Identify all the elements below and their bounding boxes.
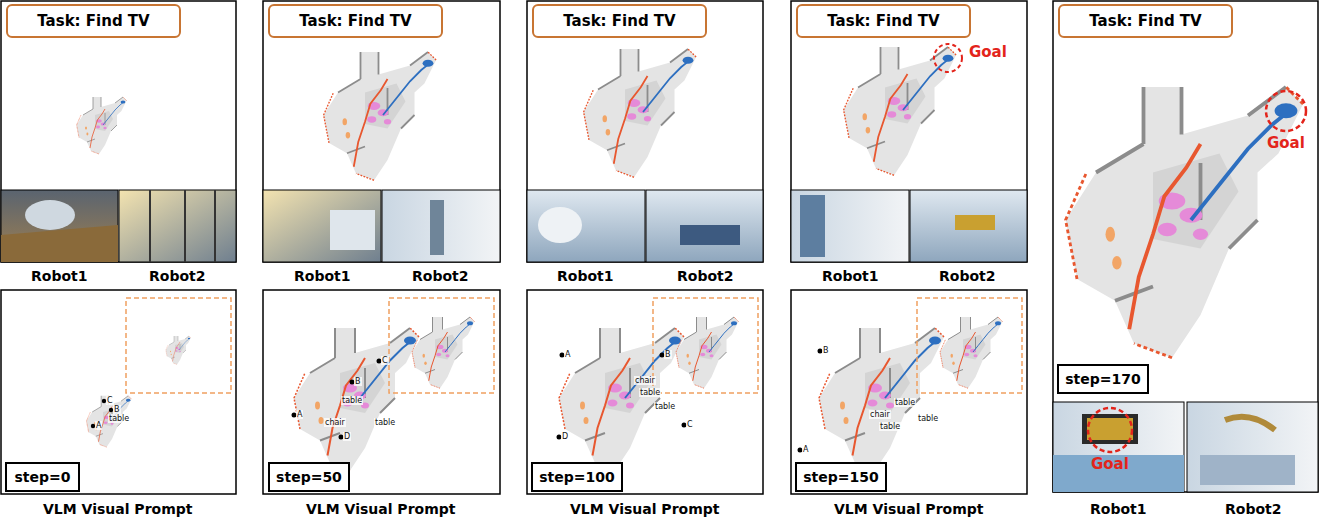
map-label: table	[108, 414, 130, 423]
panel-frames	[1, 1, 1318, 494]
caption-label: Robot2	[677, 268, 733, 284]
map-label: table	[894, 398, 916, 407]
caption-label: VLM Visual Prompt	[570, 501, 719, 517]
caption-label: Robot1	[1090, 501, 1146, 517]
map-label: table	[917, 414, 939, 423]
step-box: step=150	[795, 462, 887, 492]
map-label: A	[564, 350, 571, 359]
task-box: Task: Find TV	[796, 4, 971, 38]
step-box: step=170	[1057, 364, 1149, 394]
caption-label: VLM Visual Prompt	[306, 501, 455, 517]
caption-label: Robot2	[149, 268, 205, 284]
caption-label: Robot2	[1225, 501, 1281, 517]
map-label: chair	[634, 376, 656, 385]
map-label: table	[639, 388, 661, 397]
task-text: Task: Find TV	[563, 12, 675, 30]
goal-label: Goal	[1091, 456, 1129, 473]
step-label: step=0	[14, 469, 70, 485]
map-label: C	[686, 420, 694, 429]
goal-label: Goal	[1267, 135, 1305, 152]
goal-label: Goal	[969, 44, 1007, 61]
map-label: A	[296, 410, 303, 419]
caption-label: Robot2	[412, 268, 468, 284]
step-label: step=150	[803, 469, 879, 485]
map-label: B	[664, 350, 672, 359]
caption-label: Robot2	[939, 268, 995, 284]
map-label: chair	[869, 410, 891, 419]
map-label: table	[374, 418, 396, 427]
map-label: B	[113, 405, 121, 414]
caption-label: VLM Visual Prompt	[834, 501, 983, 517]
map-label: table	[654, 402, 676, 411]
task-box: Task: Find TV	[532, 4, 707, 38]
step-box: step=50	[268, 462, 350, 492]
step-label: step=50	[276, 469, 342, 485]
caption-label: Robot1	[822, 268, 878, 284]
task-text: Task: Find TV	[299, 12, 411, 30]
map-label: A	[802, 445, 809, 454]
task-text: Task: Find TV	[37, 12, 149, 30]
task-box: Task: Find TV	[6, 4, 181, 38]
map-label: table	[341, 396, 363, 405]
robot-views	[1, 190, 1318, 492]
step-box: step=100	[531, 462, 623, 492]
step-label: step=100	[539, 469, 615, 485]
task-box: Task: Find TV	[268, 4, 443, 38]
map-label: C	[381, 356, 389, 365]
caption-label: Robot1	[557, 268, 613, 284]
task-box: Task: Find TV	[1058, 4, 1233, 38]
map-label: B	[822, 346, 830, 355]
caption-label: Robot1	[294, 268, 350, 284]
caption-label: VLM Visual Prompt	[43, 501, 192, 517]
vlm-maps	[86, 298, 1022, 471]
map-label: table	[879, 422, 901, 431]
map-label: C	[106, 396, 114, 405]
map-label: D	[561, 432, 569, 441]
map-label: B	[354, 377, 362, 386]
map-label: A	[95, 421, 102, 430]
step-box: step=0	[5, 462, 80, 492]
caption-label: Robot1	[31, 268, 87, 284]
task-text: Task: Find TV	[1089, 12, 1201, 30]
top-maps	[77, 44, 1306, 358]
task-text: Task: Find TV	[827, 12, 939, 30]
map-label: D	[343, 432, 351, 441]
map-label: chair	[324, 418, 346, 427]
step-label: step=170	[1065, 371, 1141, 387]
